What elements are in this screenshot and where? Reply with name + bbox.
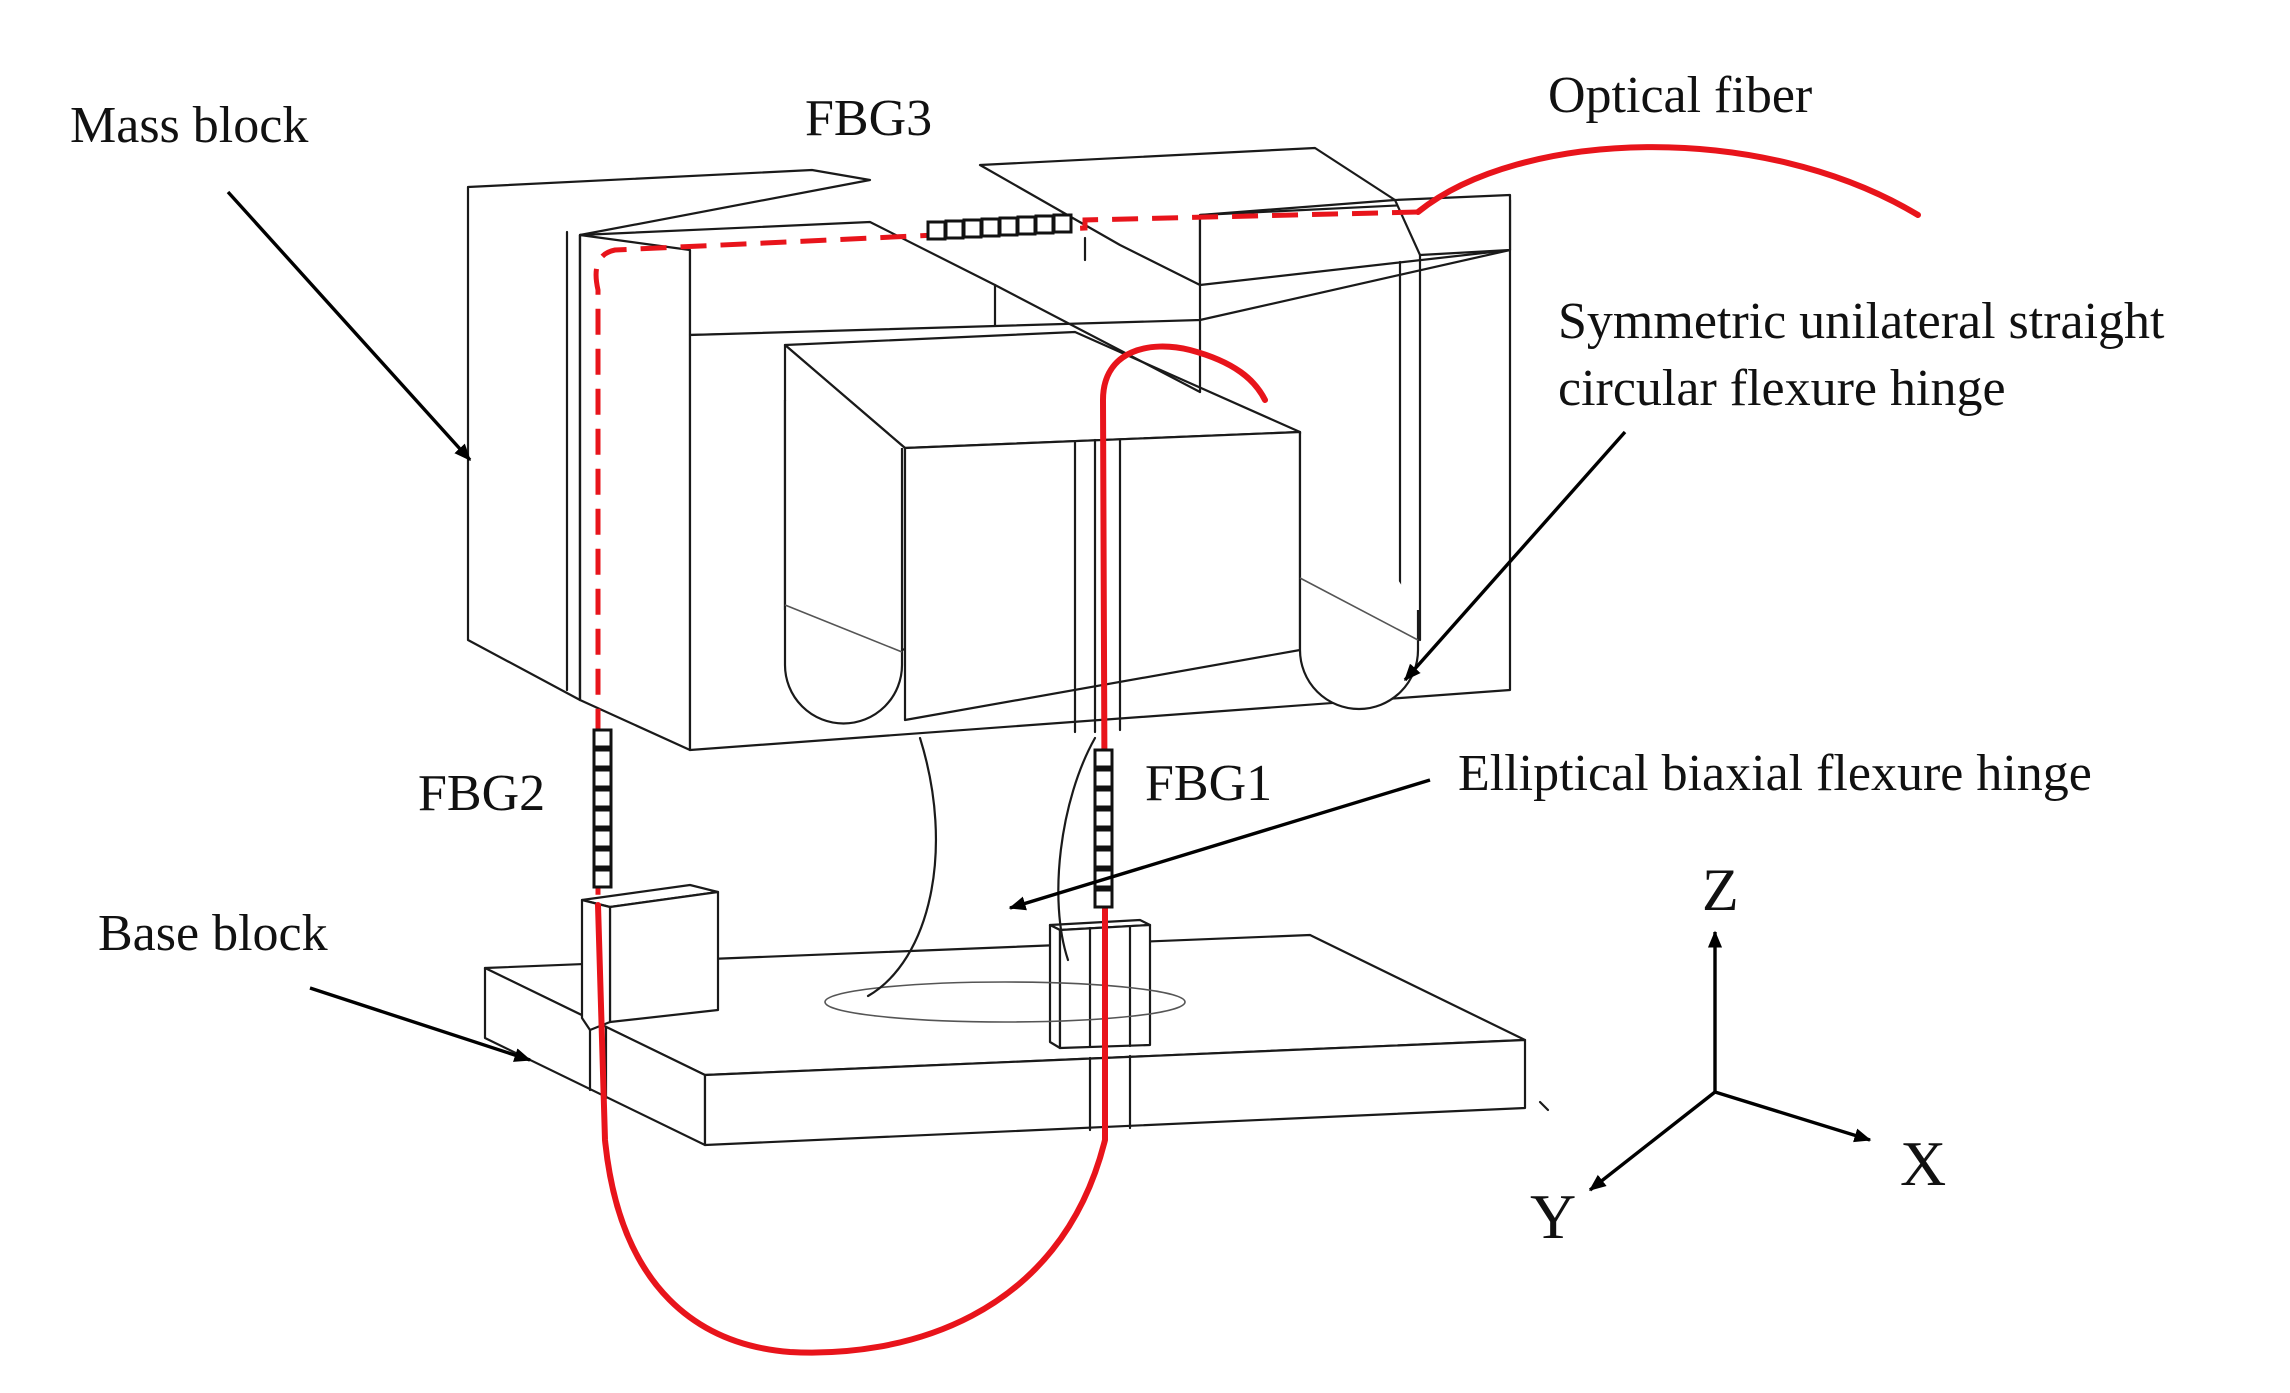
- base-block-label: Base block: [98, 905, 328, 962]
- mass-block-arrow: [226, 190, 472, 462]
- fbg3-label: FBG3: [805, 90, 932, 147]
- x-axis-label: X: [1900, 1128, 1946, 1199]
- straight-hinge-label-line1: Symmetric unilateral straight: [1558, 293, 2165, 350]
- fbg2-grating: [592, 728, 613, 889]
- mass-block-label: Mass block: [70, 97, 308, 154]
- straight-hinge-label-line2: circular flexure hinge: [1558, 360, 2006, 417]
- fbg3-grating: [926, 213, 1073, 241]
- fiber-lead: [1415, 144, 1921, 218]
- straight-hinge-arrow: [1403, 430, 1627, 682]
- elliptical-hinge-label: Elliptical biaxial flexure hinge: [1458, 745, 2092, 802]
- fbg1-label: FBG1: [1145, 755, 1272, 812]
- optical-fiber-label: Optical fiber: [1548, 67, 1812, 124]
- y-axis-label: Y: [1530, 1181, 1576, 1252]
- fbg1-grating: [1093, 748, 1114, 909]
- fiber-loop: [595, 343, 1268, 1356]
- elliptical-hinge-arrow: [1008, 778, 1431, 911]
- base-block-arrow: [309, 986, 532, 1062]
- y-axis: [1588, 1090, 1717, 1192]
- mass-block: [466, 146, 1512, 752]
- hinge-footprint: [824, 981, 1186, 1023]
- elliptical-hinge-neck: [866, 736, 1097, 998]
- coordinate-axes: Z X Y: [1530, 857, 1946, 1252]
- base-block: [483, 933, 1550, 1147]
- fbg2-label: FBG2: [418, 765, 545, 822]
- z-axis-label: Z: [1702, 857, 1739, 923]
- x-axis: [1714, 1090, 1872, 1143]
- base-post-right: [1048, 918, 1152, 1050]
